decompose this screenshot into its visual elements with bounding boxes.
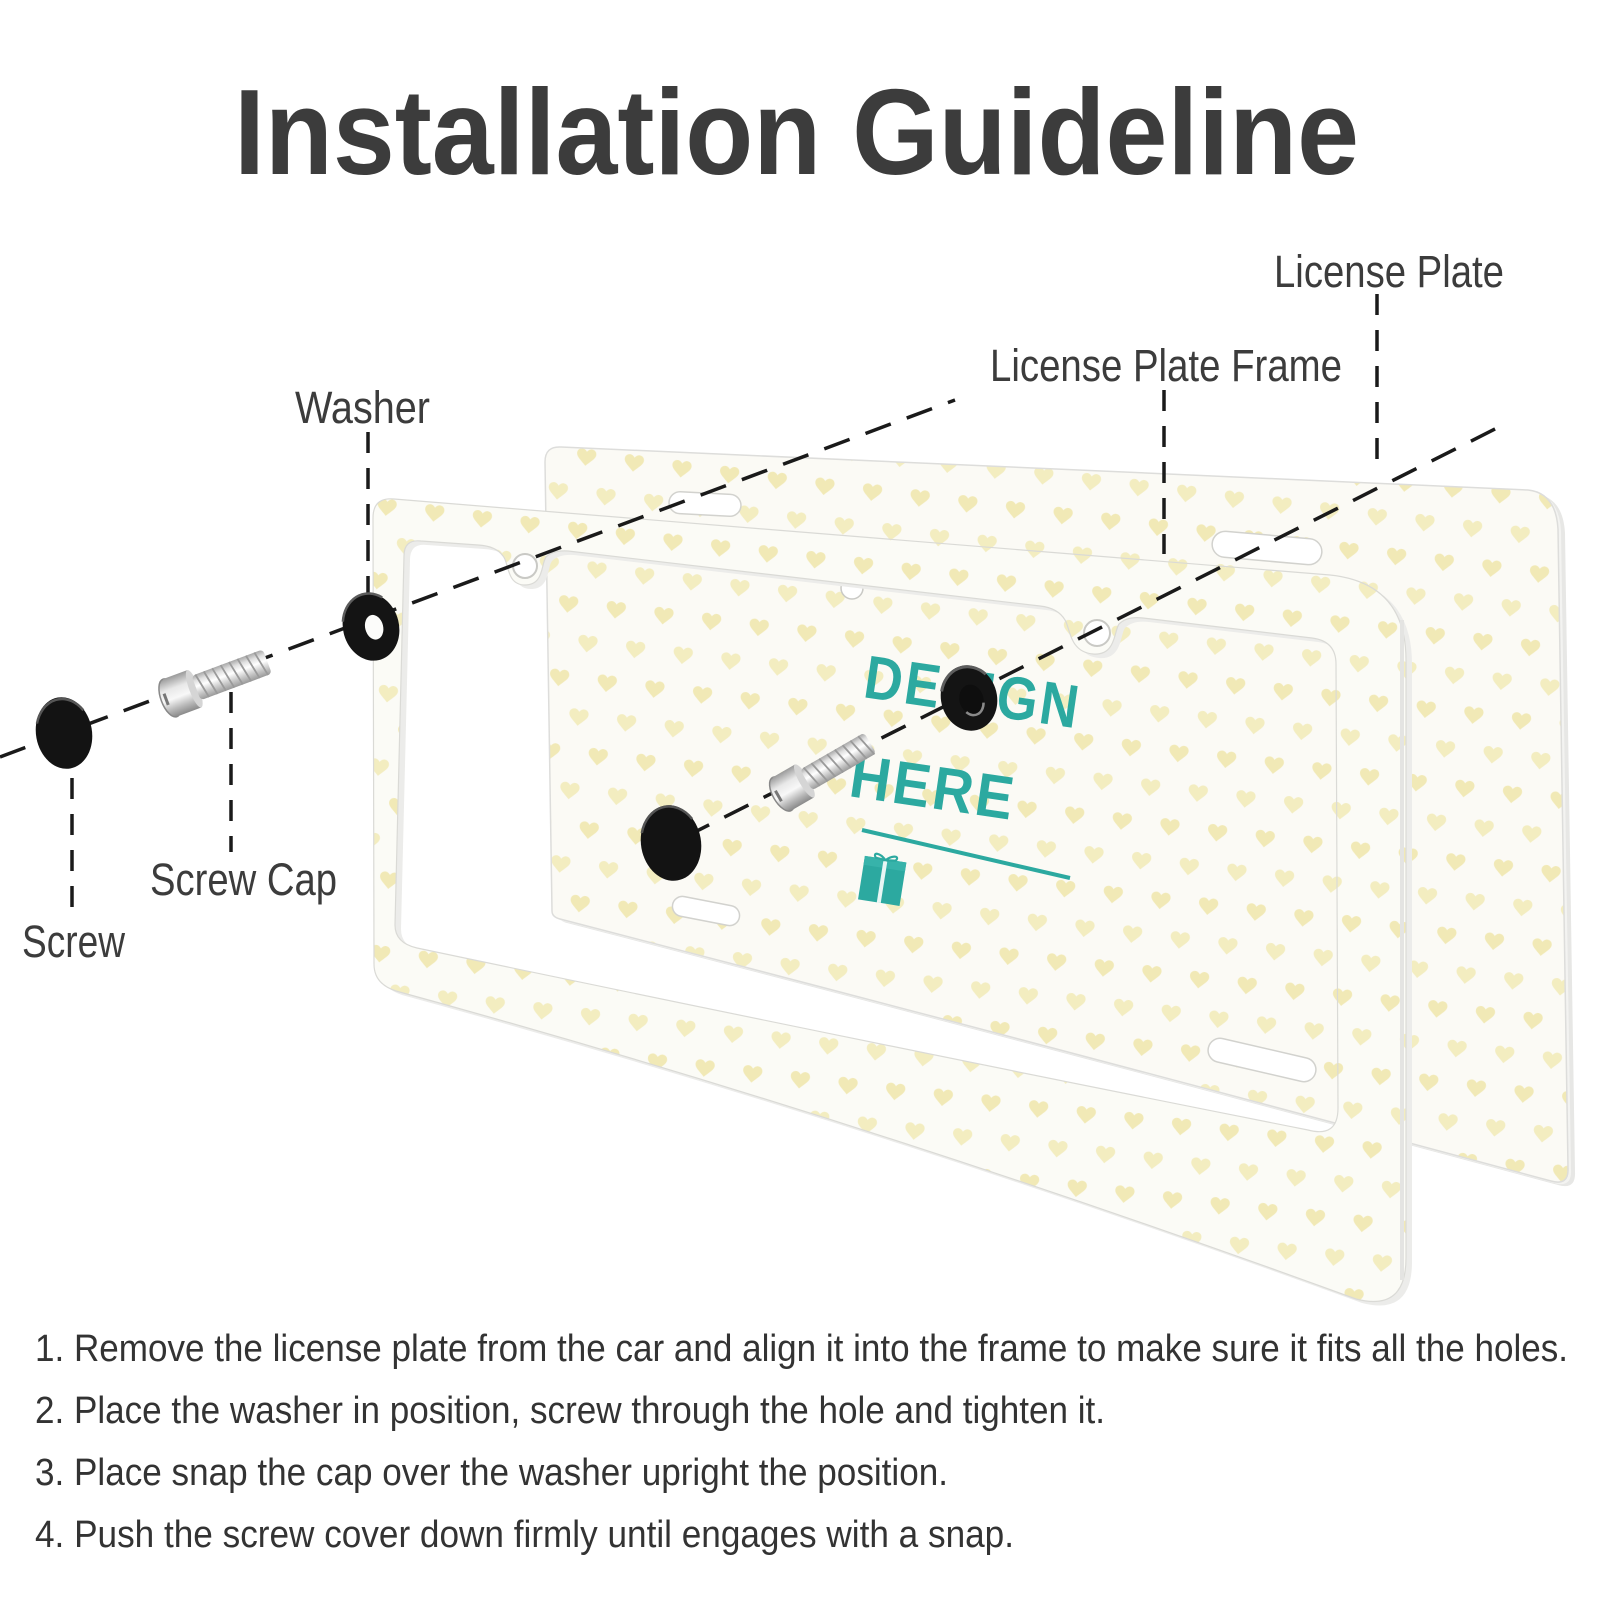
svg-text:License Plate Frame: License Plate Frame (990, 340, 1342, 391)
svg-text:1. Remove the license plate fr: 1. Remove the license plate from the car… (35, 1328, 1568, 1370)
svg-text:3. Place snap the cap over the: 3. Place snap the cap over the washer up… (35, 1452, 948, 1494)
svg-text:2. Place the washer in positio: 2. Place the washer in position, screw t… (35, 1390, 1105, 1432)
svg-text:License Plate: License Plate (1274, 246, 1504, 297)
svg-text:Screw Cap: Screw Cap (150, 854, 337, 905)
svg-text:Installation Guideline: Installation Guideline (234, 64, 1359, 200)
svg-text:Screw: Screw (22, 916, 125, 967)
svg-text:4. Push the screw cover down f: 4. Push the screw cover down firmly unti… (35, 1514, 1014, 1556)
svg-text:Washer: Washer (295, 382, 430, 433)
